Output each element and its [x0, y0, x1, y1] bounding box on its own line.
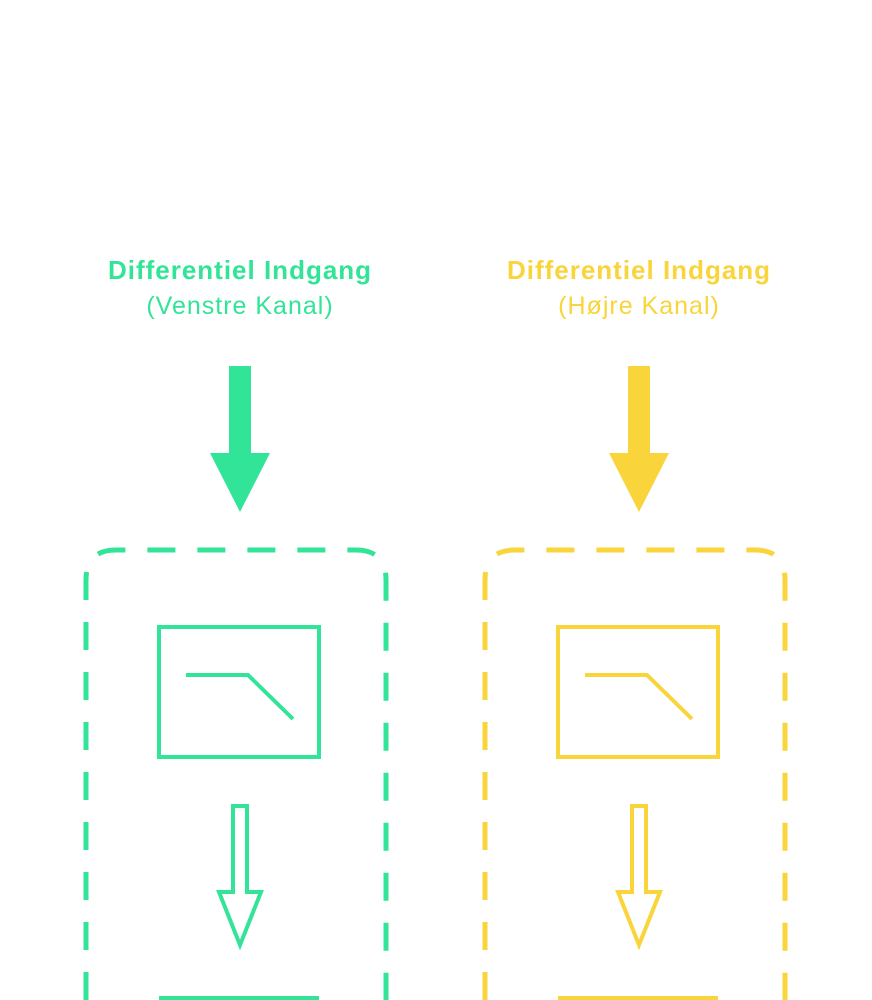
low-pass-filter-icon: [556, 625, 720, 759]
left-channel-graphics: [83, 366, 389, 1000]
next-block-box: [159, 996, 319, 1000]
right-channel-title: Differentiel Indgang: [506, 255, 772, 285]
hollow-arrow-icon: [615, 804, 663, 951]
low-pass-filter-icon: [157, 625, 321, 759]
left-channel-subtitle: (Venstre Kanal): [146, 292, 334, 320]
left-channel-title: Differentiel Indgang: [107, 255, 373, 285]
input-arrow-icon: [210, 366, 270, 512]
right-channel-subtitle: (Højre Kanal): [558, 292, 720, 320]
input-arrow-icon: [609, 366, 669, 512]
hollow-arrow-icon: [216, 804, 264, 951]
filter-curve: [585, 673, 694, 721]
next-block-box: [558, 996, 718, 1000]
right-channel-graphics: [482, 366, 788, 1000]
filter-curve: [186, 673, 295, 721]
